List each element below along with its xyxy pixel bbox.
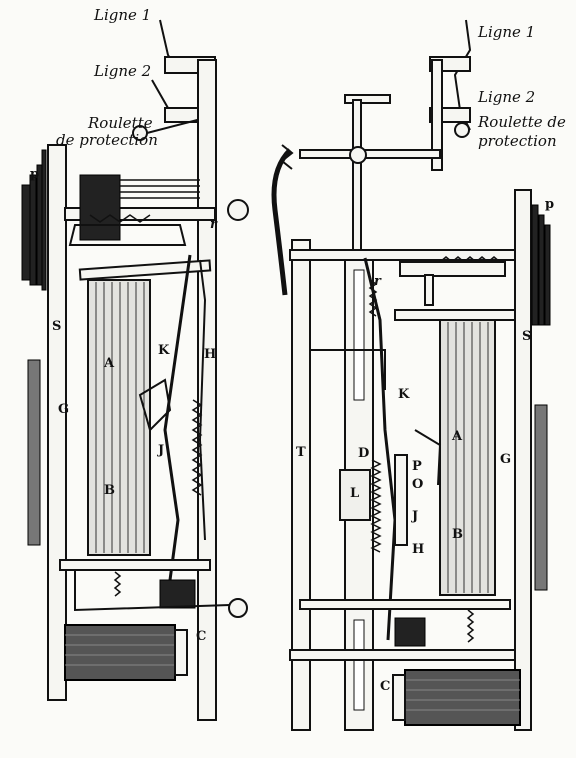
right-label-H: H xyxy=(412,542,424,557)
right-bottom-magnet xyxy=(394,617,426,647)
left-label-A: A xyxy=(103,356,115,371)
left-label-roulette: Roulette xyxy=(87,114,153,132)
left-label-G: G xyxy=(58,402,69,417)
right-apparatus xyxy=(271,19,551,731)
right-label-ligne1: Ligne 1 xyxy=(477,23,535,41)
right-label-ligne2: Ligne 2 xyxy=(477,88,535,106)
left-label-ligne2: Ligne 2 xyxy=(93,62,151,80)
left-label-r: r xyxy=(210,217,218,232)
right-label-p: p xyxy=(545,197,554,212)
left-label-ligne1: Ligne 1 xyxy=(93,6,151,24)
right-top-roulette xyxy=(454,122,470,138)
right-label-L: L xyxy=(350,486,359,501)
right-label-roulette: Roulette de xyxy=(477,113,566,131)
right-drum xyxy=(439,319,496,596)
right-side-plate xyxy=(514,189,532,731)
right-lightning-protector xyxy=(271,148,292,296)
right-label-A: A xyxy=(451,429,463,444)
right-label-r: r xyxy=(374,274,382,289)
left-bottom-magnet xyxy=(159,579,196,609)
right-label-K: K xyxy=(398,387,410,402)
right-label-J: J xyxy=(411,509,418,524)
right-label-S: S xyxy=(522,329,531,344)
left-drum xyxy=(87,279,151,556)
right-label-T: T xyxy=(296,445,306,460)
right-plates-p xyxy=(531,204,551,591)
left-label-protection: de protection xyxy=(56,131,158,149)
left-lever-rod xyxy=(163,254,192,581)
left-labels: Ligne 1 Ligne 2 Roulette de protection p… xyxy=(30,6,218,644)
right-label-O: O xyxy=(412,477,423,492)
left-label-p: p xyxy=(30,167,39,182)
left-side-plate xyxy=(47,144,67,701)
left-top-block xyxy=(79,174,121,241)
left-coil xyxy=(64,624,176,681)
right-label-protection: protection xyxy=(478,132,557,150)
left-label-C: C xyxy=(196,629,206,644)
left-label-B: B xyxy=(104,483,115,498)
left-roulette-wheel xyxy=(227,199,249,221)
left-apparatus xyxy=(21,19,249,721)
right-label-C: C xyxy=(380,679,390,694)
right-block-L xyxy=(339,469,371,521)
left-label-J: J xyxy=(157,443,164,458)
right-label-B: B xyxy=(452,527,463,542)
left-label-K: K xyxy=(158,343,170,358)
left-label-S: S xyxy=(52,319,61,334)
right-labels: Ligne 1 Ligne 2 Roulette de protection p… xyxy=(296,23,566,694)
left-bottom-roulette xyxy=(228,598,248,618)
left-label-H: H xyxy=(204,347,216,362)
right-top-frame xyxy=(289,249,516,261)
right-label-G: G xyxy=(500,452,511,467)
right-label-P: P xyxy=(412,459,422,474)
left-main-post xyxy=(197,59,217,721)
right-label-D: D xyxy=(358,446,369,461)
right-coil xyxy=(404,669,521,726)
left-plates-p xyxy=(21,149,47,546)
